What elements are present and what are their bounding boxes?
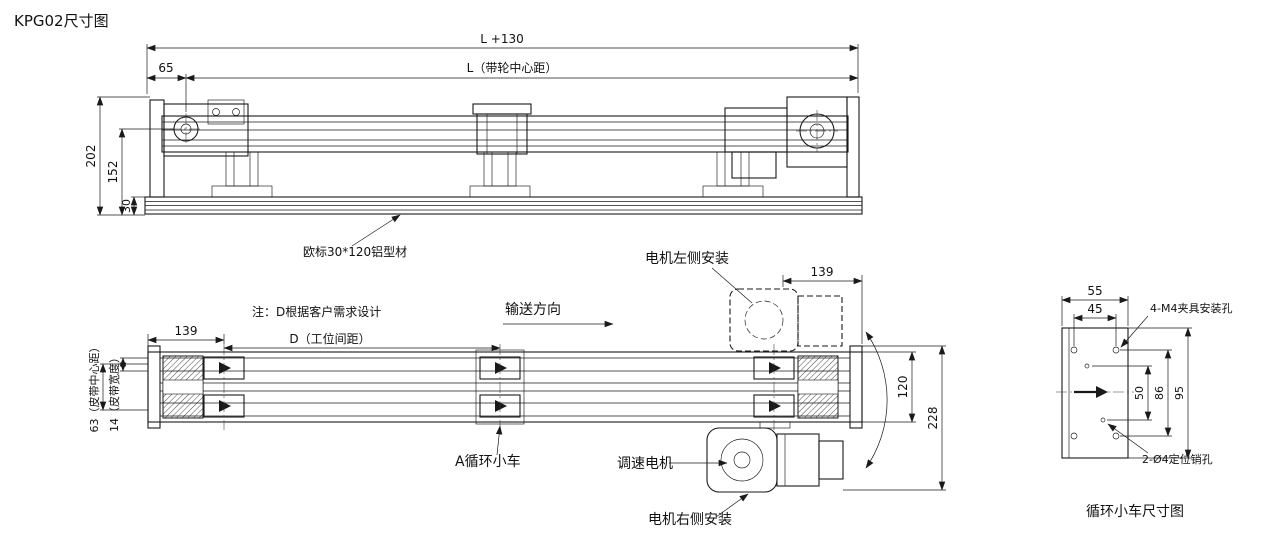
plate-arrow (1074, 386, 1108, 398)
label-pin-holes: 2-Ø4定位销孔 (1142, 452, 1213, 466)
dim-139-left: 139 (175, 324, 198, 338)
dim-228: 228 (926, 407, 940, 430)
dim-base-30: 30 (120, 199, 133, 213)
label-profile: 欧标30*120铝型材 (303, 244, 407, 259)
dim-belt-width: 14（皮带宽度） (107, 352, 121, 432)
base-profile (144, 196, 863, 215)
dim-pulley-center: L（带轮中心距） (467, 60, 558, 75)
left-roller (162, 355, 204, 419)
conveyor-body (147, 345, 863, 429)
dim-belt-center: 63（皮带中心距） (88, 342, 101, 433)
label-m4-holes: 4-M4夹具安装孔 (1150, 301, 1232, 315)
m4-holes (1070, 346, 1120, 440)
carriage-left (203, 344, 245, 430)
dim-120: 120 (896, 376, 910, 399)
dim-45: 45 (1087, 302, 1102, 316)
support-legs (211, 151, 764, 198)
carriage-right (753, 344, 795, 430)
dim-95: 95 (1173, 386, 1186, 400)
motor-left-mount-dashed: 电机左侧安装 (645, 251, 843, 352)
label-motor-right: 电机右侧安装 (648, 512, 732, 528)
dim-height-152: 152 (106, 161, 120, 184)
left-end-unit (149, 99, 249, 198)
label-motor-left: 电机左侧安装 (645, 251, 729, 267)
dim-139-right: 139 (811, 265, 834, 279)
cart-plate (1056, 327, 1134, 459)
top-view-drawing: L +130 65 L（带轮中心距） 202 152 30 欧标30*120铝型… (84, 32, 863, 259)
label-motor: 调速电机 (617, 456, 673, 472)
right-drive-unit (724, 96, 860, 198)
detail-view-callouts: 4-M4夹具安装孔 2-Ø4定位销孔 循环小车尺寸图 (1086, 301, 1232, 520)
dim-55: 55 (1087, 284, 1102, 298)
note-d: 注：D根据客户需求设计 (252, 304, 381, 319)
motor-swing-arc (865, 331, 888, 469)
carriage-elevation (472, 103, 532, 155)
page-title: KPG02尺寸图 (14, 12, 109, 30)
dim-left-offset: 65 (158, 61, 173, 75)
pin-holes (1084, 363, 1106, 423)
dim-station-pitch: D（工位间距） (289, 331, 370, 346)
label-direction: 输送方向 (505, 302, 561, 318)
profile-callout: 欧标30*120铝型材 (303, 214, 407, 259)
top-view-dimensions: L +130 65 L（带轮中心距） 202 152 30 (84, 32, 859, 216)
caption-detail: 循环小车尺寸图 (1086, 503, 1184, 520)
detail-view-dimensions: 55 45 50 86 95 (1061, 284, 1192, 459)
plan-view-callouts: A循环小车 调速电机 电机右侧安装 (455, 425, 749, 528)
dim-height-202: 202 (84, 145, 98, 168)
detail-view-drawing: 55 45 50 86 95 4-M4夹具安装孔 2-Ø4定位销孔 循环小车尺寸… (1056, 284, 1232, 520)
label-cart: A循环小车 (455, 453, 521, 470)
dim-50: 50 (1133, 386, 1146, 400)
dim-total-length: L +130 (480, 32, 523, 46)
rail-beam (161, 115, 849, 153)
carriage-middle (475, 344, 525, 430)
dim-86: 86 (1153, 386, 1166, 400)
motor-right-mount (706, 421, 844, 493)
plan-view-drawing: 电机左侧安装 63（皮带中心距） 14（皮带宽度） (88, 251, 946, 528)
plan-view-dimensions: 63（皮带中心距） 14（皮带宽度） 139 D（工位间距） 注：D根据客户需求… (88, 265, 946, 491)
right-roller (797, 355, 839, 419)
